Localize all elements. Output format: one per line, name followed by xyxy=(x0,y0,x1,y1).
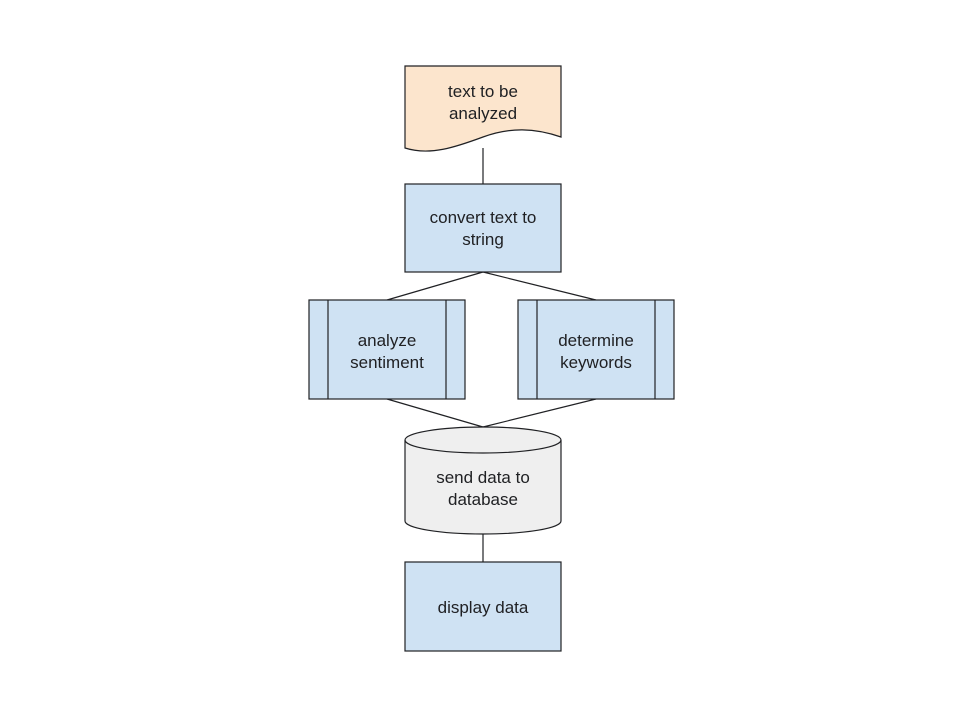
keywords-subprocess-label-line1: determine xyxy=(558,331,634,350)
convert-process-node[interactable]: convert text to string xyxy=(404,183,562,273)
database-node[interactable]: send data to database xyxy=(404,426,562,535)
database-cylinder-rim xyxy=(404,439,562,454)
keywords-subprocess-label-line2: keywords xyxy=(560,353,632,372)
display-process-label: display data xyxy=(438,598,529,617)
convert-process-label-line1: convert text to xyxy=(430,208,537,227)
sentiment-subprocess-label-line2: sentiment xyxy=(350,353,424,372)
keywords-subprocess-node[interactable]: determine keywords xyxy=(517,299,675,400)
input-document-node[interactable]: text to be analyzed xyxy=(404,65,562,152)
sentiment-subprocess-node[interactable]: analyze sentiment xyxy=(308,299,466,400)
database-label-line1: send data to xyxy=(436,468,530,487)
input-document-label-line2: analyzed xyxy=(449,104,517,123)
sentiment-subprocess-label-line1: analyze xyxy=(358,331,417,350)
display-process-node[interactable]: display data xyxy=(404,561,562,652)
connector-convert-to-keywords xyxy=(482,271,597,301)
input-document-label-line1: text to be xyxy=(448,82,518,101)
subprocess-box xyxy=(517,299,675,400)
database-label-line2: database xyxy=(448,490,518,509)
connectors xyxy=(386,148,597,562)
process-box xyxy=(404,183,562,273)
process-box xyxy=(404,561,562,652)
subprocess-box xyxy=(308,299,466,400)
connector-sentiment-to-database xyxy=(386,398,484,428)
document-shape xyxy=(404,65,562,152)
connector-convert-to-sentiment xyxy=(386,271,484,301)
connector-keywords-to-database xyxy=(482,398,597,428)
database-cylinder-body xyxy=(404,426,562,535)
convert-process-label-line2: string xyxy=(462,230,504,249)
